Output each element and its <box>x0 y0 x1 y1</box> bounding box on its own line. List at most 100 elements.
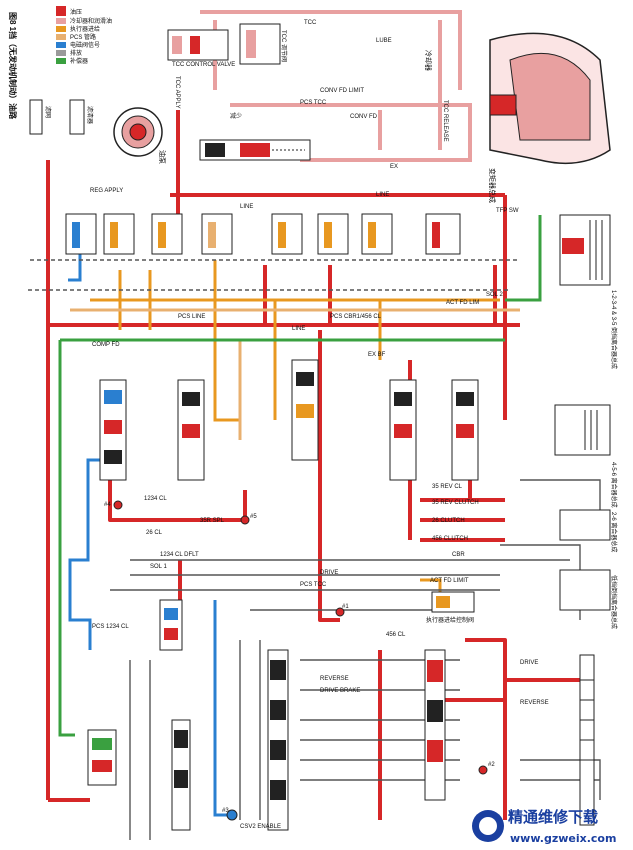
clutch-1234-label: 1-2-3-4 & 3-5 倒挡离合器总成 <box>610 290 618 369</box>
screen-label: 滤网 <box>44 106 52 118</box>
passage-labels: TCC TCC RELEASE TCC APPLY CONV FD LIMIT … <box>90 20 549 830</box>
label-ckv3: #3 <box>222 808 229 814</box>
check-ball-5 <box>240 515 250 525</box>
line-drive-right <box>465 638 507 820</box>
legend-swatch-comp <box>56 58 66 64</box>
label-pcs-cbr: PCS CBR1/456 CL <box>330 314 382 320</box>
check-balls <box>113 500 488 821</box>
solenoid-4 <box>201 213 233 255</box>
legend-label-exhaust: 排放 <box>70 49 82 57</box>
tcc-reg-label: TCC 调节阀 <box>280 30 288 62</box>
label-drive-right: DRIVE <box>520 660 538 666</box>
label-line-top: LINE <box>240 204 253 210</box>
label-ex-top: EX <box>390 164 398 170</box>
low-reverse-clutch: 低挡倒挡离合器总成 <box>559 569 618 826</box>
line-center-drop <box>318 330 340 622</box>
watermark-url: www.gzweix.com <box>510 832 616 845</box>
label-26-clutch: 26 CLUTCH <box>432 518 465 524</box>
label-cbr: CBR <box>452 552 465 558</box>
label-35rev-cl: 35 REV CL <box>432 484 463 490</box>
label-35rev-clutch: 35 REV CLUTCH <box>432 500 479 506</box>
label-tcc: TCC <box>304 20 317 26</box>
label-reduce: 减少 <box>230 112 242 120</box>
label-sol1: SOL 1 <box>150 564 167 570</box>
label-ex-bf: EX BF <box>368 352 386 358</box>
clutch-26-assembly: 2-6 离合器总成 <box>559 509 618 552</box>
tcc-valve-label: TCC CONTROL VALVE <box>172 62 235 68</box>
label-csv2: CSV2 ENABLE <box>240 824 281 830</box>
legend-swatch-actfeed <box>56 26 66 32</box>
label-ckv1: #1 <box>342 604 349 610</box>
label-456-clutch: 456 CLUTCH <box>432 536 468 542</box>
legend-swatch-exhaust <box>56 50 66 56</box>
torque-converter: 变矩器总成 <box>488 32 611 203</box>
act-feed-drop-1 <box>213 260 242 440</box>
label-tcc-release: TCC RELEASE <box>442 100 448 142</box>
shift-valve-4 <box>389 379 417 481</box>
low-reverse-label: 低挡倒挡离合器总成 <box>610 575 618 629</box>
cooler-label: 冷却器 <box>424 50 433 71</box>
manual-valve <box>267 649 289 831</box>
legend-swatch-pcs <box>56 34 66 40</box>
tcc-cooler-loop <box>230 103 472 162</box>
legend-label-line: 油压 <box>70 8 82 16</box>
cooler: 冷却器 LUBE <box>376 38 433 71</box>
solenoid-row <box>65 213 461 255</box>
act-feed-header <box>90 270 500 330</box>
solenoid-2 <box>103 213 135 255</box>
pcs-lines <box>70 308 520 440</box>
label-456-cl: 456 CL <box>386 632 406 638</box>
label-26-cl: 26 CL <box>146 530 163 536</box>
watermark-title: 精通维修下载 <box>508 808 598 826</box>
label-ckv2: #2 <box>488 762 495 768</box>
exhaust-network <box>28 259 601 840</box>
solenoid-7 <box>361 213 393 255</box>
clutch-feed-lines <box>110 559 500 611</box>
shift-valve-1 <box>99 379 127 481</box>
figure-caption: 图8 1挡（无发动机制动）油路 <box>8 12 18 120</box>
lower-vertical-lines <box>129 640 261 840</box>
shift-valve-2 <box>177 379 205 481</box>
label-1234-cl: 1234 CL <box>144 496 167 502</box>
pressure-regulator-valve <box>199 139 311 161</box>
label-conv-fd-limit: CONV FD LIMIT <box>320 88 364 94</box>
legend-label-pcs: PCS 管路 <box>70 33 96 41</box>
legend-label-actfeed: 执行器进给 <box>70 25 100 33</box>
label-reg-apply: REG APPLY <box>90 188 123 194</box>
tcc-regulator-valve: TCC 调节阀 <box>239 23 288 65</box>
label-act-fd-lim: ACT FD LIM <box>446 300 479 306</box>
label-drive-brake: DRIVE BRAKE <box>320 688 360 694</box>
label-cl-dflt: 1234 CL DFLT <box>160 552 199 558</box>
label-pcs-1234: PCS 1234 CL <box>92 624 129 630</box>
label-tcc-apply: TCC APPLY <box>174 76 180 109</box>
clutch-1234-assembly: 1-2-3-4 & 3-5 倒挡离合器总成 <box>559 214 618 369</box>
line-1234-loop <box>108 470 247 522</box>
tcc-control-valve: TCC CONTROL VALVE <box>167 29 235 68</box>
label-pcs-tcc: PCS TCC <box>300 100 327 106</box>
legend-swatch-signal <box>56 42 66 48</box>
clutch-456-label: 4-5-6 离合器总成 <box>610 462 618 508</box>
check-ball-2 <box>478 765 488 775</box>
lower-left-valves <box>87 599 191 831</box>
clutch-456-assembly: 4-5-6 离合器总成 <box>554 404 618 508</box>
check-ball-4 <box>113 500 123 510</box>
solenoid-3 <box>151 213 183 255</box>
compensator-network <box>58 215 542 737</box>
legend-label-comp: 补偿器 <box>70 57 88 65</box>
watermark: 精通维修下载 www.gzweix.com <box>472 808 616 845</box>
label-line-main: LINE <box>292 326 305 332</box>
oil-pump: 油泵 <box>113 107 167 164</box>
converter-label: 变矩器总成 <box>488 168 497 203</box>
shift-valve-5 <box>451 379 479 481</box>
solenoid-6 <box>317 213 349 255</box>
label-pcs-line: PCS LINE <box>178 314 205 320</box>
sig-csv2 <box>213 600 232 817</box>
label-line-right: LINE <box>376 192 389 198</box>
shift-valve-3 <box>291 359 319 461</box>
legend-label-signal: 电磁阀信号 <box>70 41 100 49</box>
watermark-logo-inner <box>479 817 497 835</box>
clutch-26-label: 2-6 离合器总成 <box>610 512 618 552</box>
label-ckv5: #5 <box>250 514 257 520</box>
label-drive: DRIVE <box>320 570 338 576</box>
label-act-fd-limit: ACT FD LIMIT <box>430 578 469 584</box>
